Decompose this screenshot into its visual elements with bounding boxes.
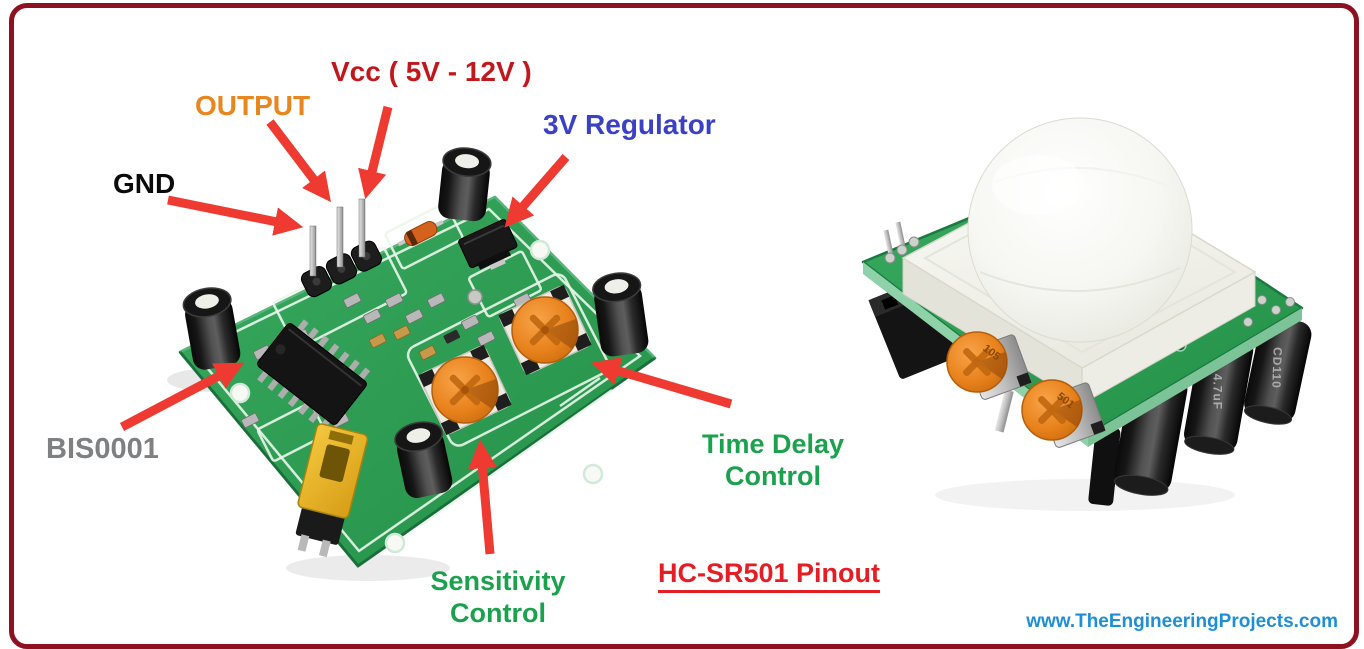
capacitor bbox=[182, 287, 241, 370]
pir-module-lens-view: 4.7uF CD110 bbox=[861, 117, 1312, 511]
capacitor-marking-series: CD110 bbox=[1269, 347, 1284, 389]
label-output: OUTPUT bbox=[195, 90, 311, 121]
pin-bases bbox=[300, 240, 382, 298]
label-gnd: GND bbox=[113, 168, 176, 199]
arrow-gnd bbox=[167, 195, 304, 236]
pin-output bbox=[336, 206, 344, 268]
board-edge bbox=[1088, 308, 1302, 447]
label-time-delay-line1: Time Delay bbox=[701, 429, 845, 459]
arrow-regulator bbox=[504, 154, 570, 228]
trimpot-time-delay-lens-view: 501 bbox=[1021, 379, 1106, 448]
trimpot-sensitivity-lens-view: 105 bbox=[946, 331, 1032, 400]
capacitor bbox=[438, 147, 492, 222]
capacitor bbox=[592, 272, 649, 357]
silkscreen-border bbox=[192, 207, 642, 553]
label-sensitivity-line1: Sensitivity bbox=[430, 566, 566, 596]
fresnel-dome bbox=[967, 117, 1193, 343]
figure-title-text: HC-SR501 Pinout bbox=[658, 558, 881, 593]
label-3v-regulator: 3V Regulator bbox=[543, 109, 716, 140]
capacitor bbox=[394, 421, 453, 499]
annotation-arrows bbox=[119, 105, 733, 555]
lead-wire bbox=[994, 389, 1014, 433]
arrow-bis0001 bbox=[119, 362, 245, 431]
pin-vcc bbox=[358, 198, 366, 258]
arrow-output bbox=[266, 119, 331, 203]
label-time-delay-control: Time Delay Control bbox=[688, 428, 858, 492]
arrow-vcc bbox=[358, 105, 393, 200]
figure-title: HC-SR501 Pinout bbox=[658, 558, 881, 593]
trimpot-sensitivity bbox=[418, 344, 512, 436]
label-bis0001: BIS0001 bbox=[46, 433, 159, 465]
watermark: www.TheEngineeringProjects.com bbox=[1026, 611, 1338, 632]
arrow-sensitivity bbox=[468, 439, 497, 555]
shadow bbox=[286, 555, 450, 581]
electrolytic-capacitors bbox=[182, 147, 649, 499]
header-pin bbox=[1088, 426, 1121, 506]
shadow bbox=[935, 479, 1235, 511]
jumper-cap bbox=[295, 423, 369, 558]
arrow-time-delay bbox=[590, 357, 733, 409]
label-vcc: Vcc ( 5V - 12V ) bbox=[331, 56, 532, 87]
label-sensitivity-line2: Control bbox=[450, 598, 546, 628]
board-edge-shade bbox=[178, 351, 656, 569]
diode bbox=[397, 219, 444, 247]
voltage-regulator bbox=[458, 218, 518, 271]
label-time-delay-line2: Control bbox=[725, 461, 821, 491]
label-sensitivity-control: Sensitivity Control bbox=[413, 565, 583, 629]
trimpot-time-delay bbox=[498, 284, 592, 376]
pin-gnd bbox=[309, 225, 317, 277]
pir-module-board-view bbox=[167, 147, 657, 581]
capacitor-marking-value: 4.7uF bbox=[1211, 374, 1225, 410]
bis0001-ic bbox=[257, 319, 371, 432]
header-pins bbox=[300, 198, 382, 298]
